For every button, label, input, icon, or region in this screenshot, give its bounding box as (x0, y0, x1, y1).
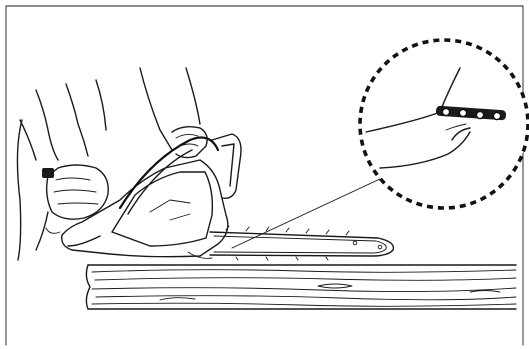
right-arm (140, 68, 207, 158)
detail-callout (360, 40, 528, 208)
chainsaw-body (46, 160, 228, 258)
log (86, 265, 516, 309)
guide-bar (210, 226, 393, 260)
left-arm (17, 80, 108, 260)
